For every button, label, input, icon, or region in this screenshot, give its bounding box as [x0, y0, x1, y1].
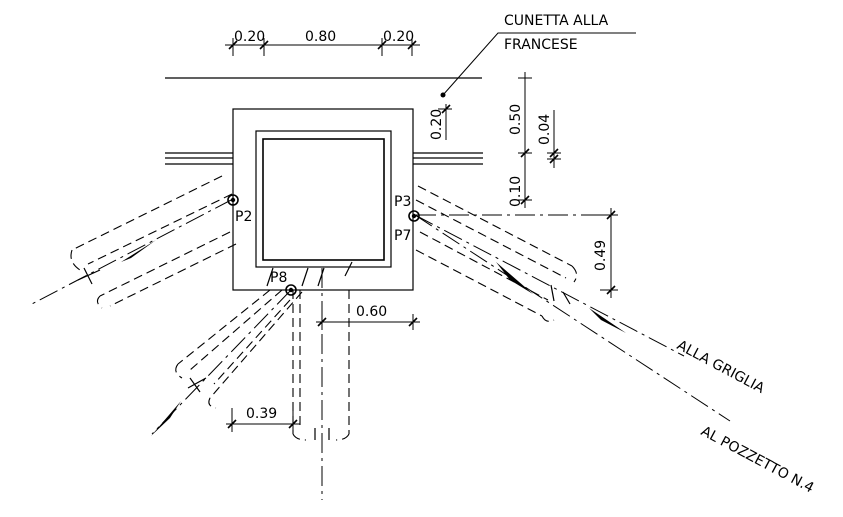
dim-top-center: 0.80 [305, 29, 336, 45]
left-pipe-lines [165, 152, 233, 165]
pipe-from-p3-p7 [414, 185, 731, 422]
flow-arrow-alla-griglia [589, 308, 626, 333]
flow-arrow-inflow [496, 262, 533, 294]
dim-side-010: 0.10 [508, 176, 524, 207]
dim-top-left: 0.20 [234, 29, 265, 45]
label-al-pozzetto: AL POZZETTO N.4 [698, 423, 816, 496]
dim-bottom-060: 0.60 [356, 304, 387, 320]
dim-right-049: 0.49 [593, 240, 609, 271]
label-p8: P8 [270, 270, 287, 286]
label-p7: P7 [394, 228, 411, 244]
connection-point-p2 [227, 194, 239, 206]
connection-point-p8 [285, 284, 297, 296]
manhole-outer-wall [232, 108, 414, 291]
manhole-frame [255, 130, 392, 268]
right-pipe-lines [413, 152, 483, 165]
label-cunetta-line1: CUNETTA ALLA [504, 13, 609, 29]
flow-arrow-down-left [151, 401, 181, 436]
dim-top-right: 0.20 [383, 29, 414, 45]
pipe-from-p2 [29, 175, 237, 309]
dim-bottom-039: 0.39 [246, 406, 277, 422]
label-p3: P3 [394, 194, 411, 210]
right-vertical-dims [518, 72, 561, 208]
cunetta-leader [440, 32, 636, 98]
label-p2: P2 [235, 209, 252, 225]
manhole-grate [262, 138, 385, 261]
outlet-pipe-down [292, 268, 350, 500]
dim-inner-right-group [438, 104, 452, 140]
pipe-from-p8 [151, 289, 303, 436]
dim-side-050: 0.50 [508, 104, 524, 135]
label-alla-griglia: ALLA GRIGLIA [674, 337, 767, 397]
connection-point-p7 [408, 210, 420, 222]
dim-side-004: 0.04 [537, 114, 553, 145]
top-dimension-chain [225, 38, 420, 56]
flow-arrow-left [121, 240, 156, 262]
dim-060-group [316, 314, 420, 330]
frame-hatch [266, 261, 353, 287]
dim-inner-right: 0.20 [429, 109, 445, 140]
dim-049-group [600, 208, 618, 298]
label-cunetta-line2: FRANCESE [504, 37, 578, 53]
dim-039-group [226, 408, 300, 432]
